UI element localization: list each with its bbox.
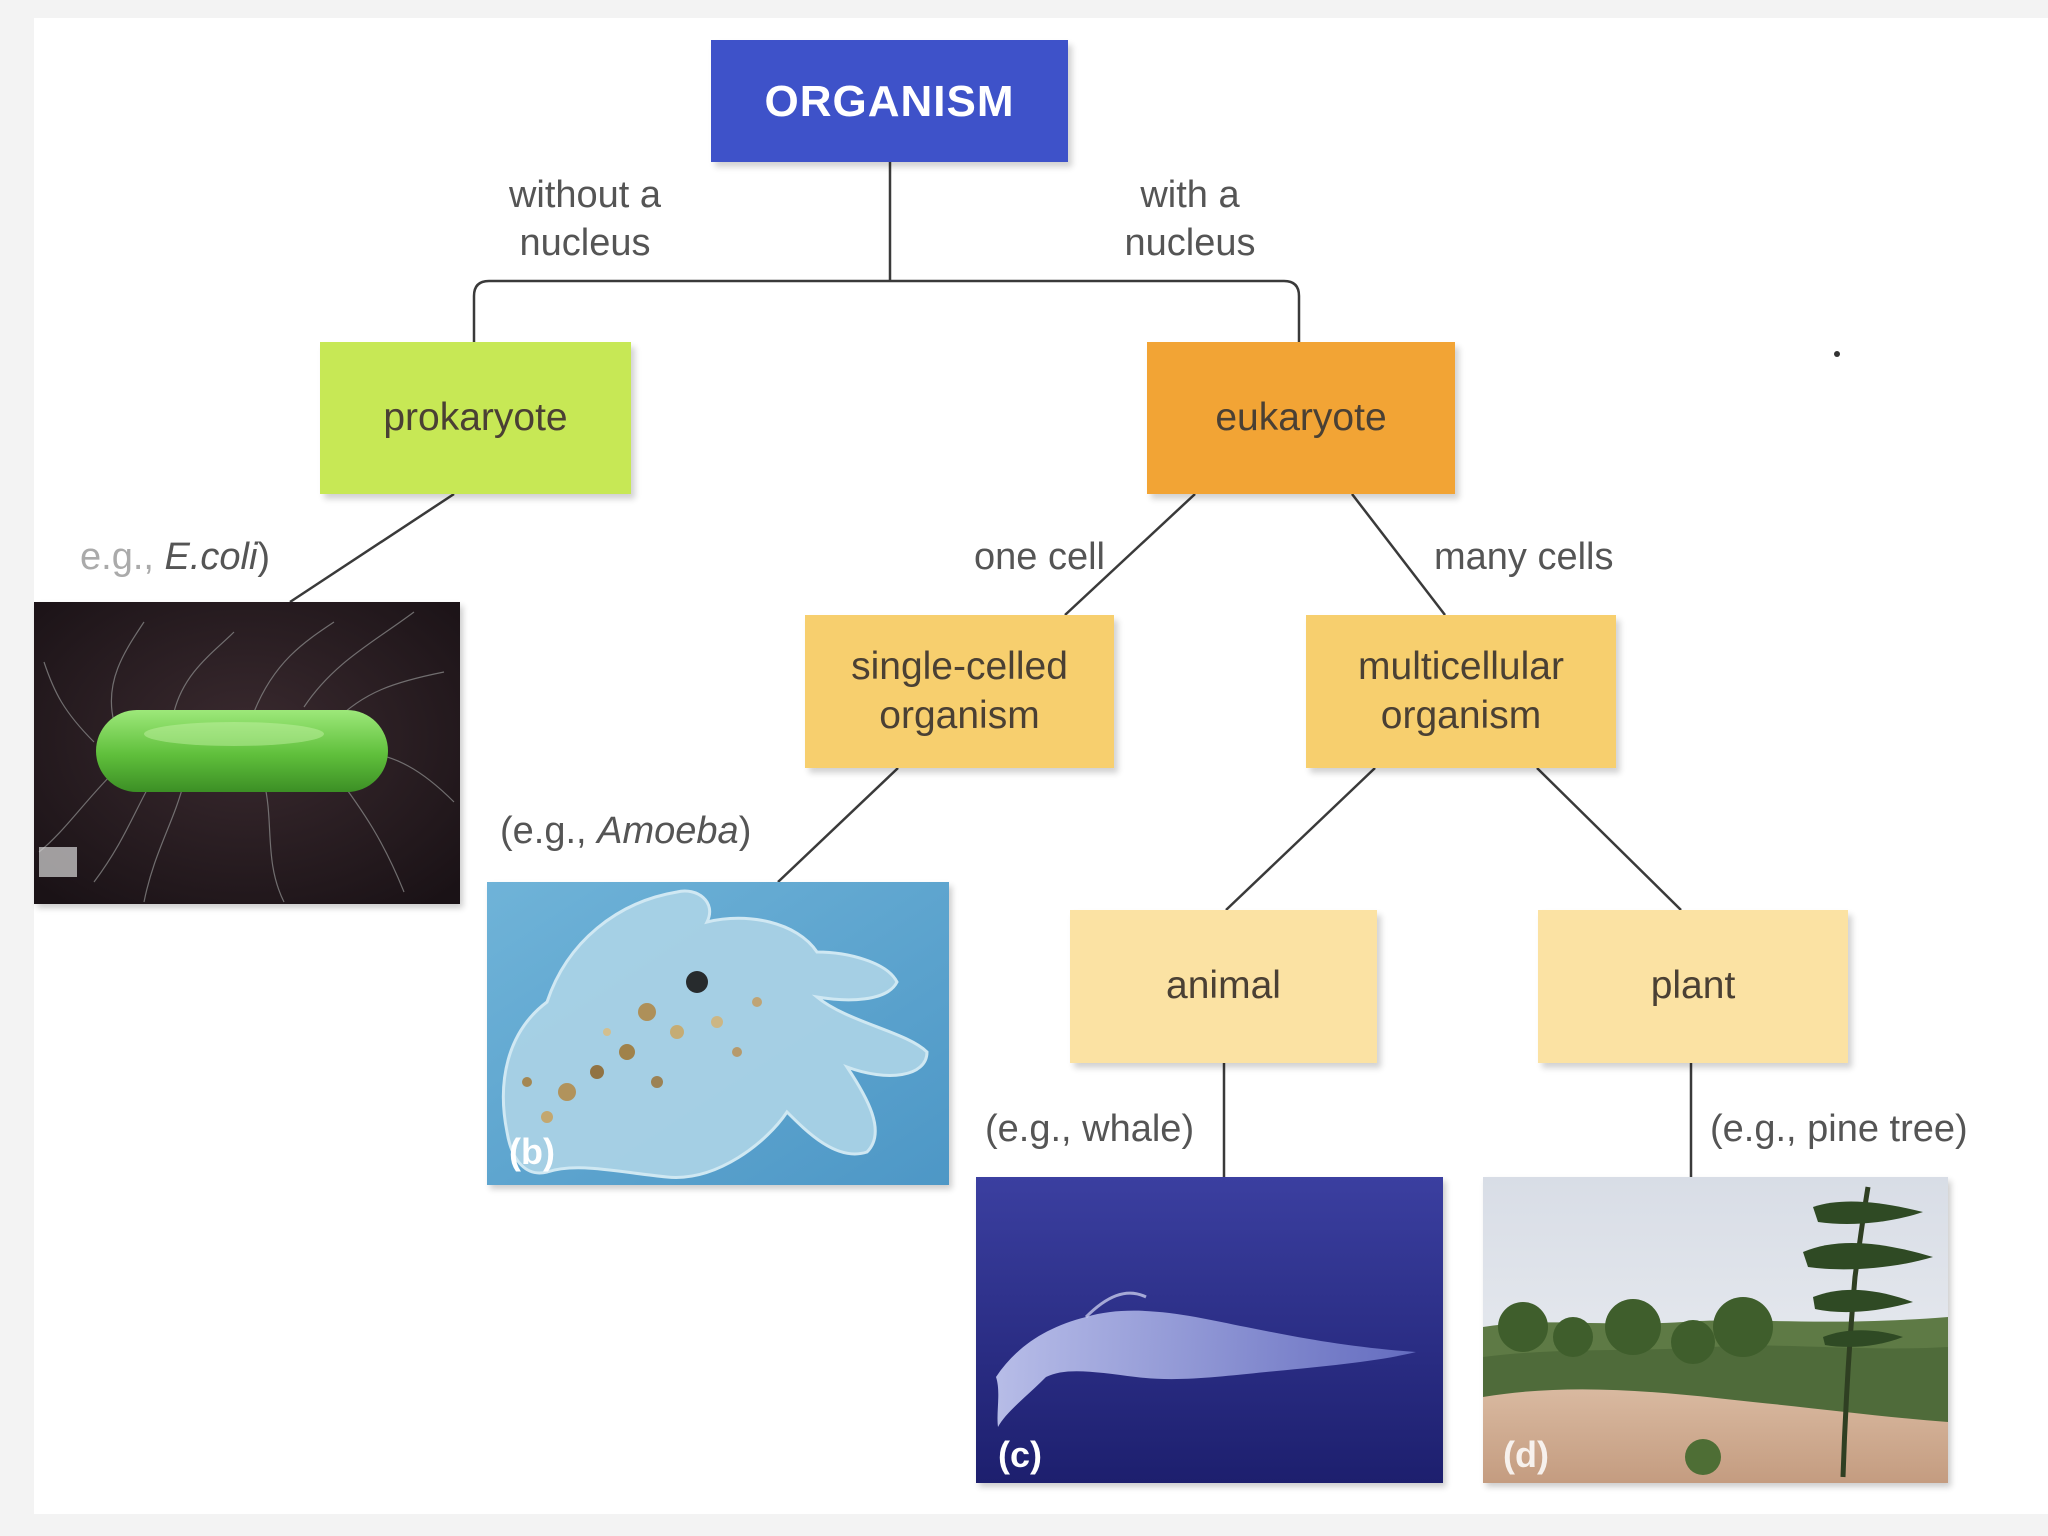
photo-letter-d: (d) <box>1503 1434 1549 1475</box>
whale-image: (c) <box>976 1177 1443 1483</box>
node-eukaryote: eukaryote <box>1147 342 1455 494</box>
example-amoeba-suffix: ) <box>738 810 752 852</box>
amoeba-image: (b) <box>487 882 949 1185</box>
label-example-pine: (e.g., pine tree) <box>1710 1108 1968 1150</box>
decorative-dot <box>1834 351 1840 357</box>
example-amoeba-prefix: (e.g., <box>500 810 598 852</box>
photo-amoeba: (b) <box>487 882 949 1185</box>
node-plant: plant <box>1538 910 1848 1063</box>
label-many-cells: many cells <box>1434 536 1614 578</box>
label-without-nucleus: without a nucleus <box>508 174 662 264</box>
node-animal: animal <box>1070 910 1377 1063</box>
label-example-ecoli: e.g., E.coli) <box>80 534 270 582</box>
photo-letter-c: (c) <box>998 1434 1042 1475</box>
pine-image: (d) <box>1483 1177 1948 1483</box>
photo-letter-a-remnant <box>39 847 77 877</box>
example-amoeba-name: Amoeba <box>597 810 739 852</box>
photo-whale: (c) <box>976 1177 1443 1483</box>
label-with-nucleus: with a nucleus <box>1124 174 1256 264</box>
ecoli-image <box>34 602 460 904</box>
example-ecoli-prefix: e.g., <box>80 536 165 578</box>
label-example-whale: (e.g., whale) <box>985 1108 1195 1150</box>
example-ecoli-name: E.coli <box>164 536 258 578</box>
photo-letter-b: (b) <box>509 1131 555 1172</box>
node-single-celled-organism: single-celled organism <box>805 615 1114 768</box>
example-ecoli-suffix: ) <box>257 536 271 578</box>
photo-ecoli-bacterium <box>34 602 460 904</box>
label-one-cell: one cell <box>974 536 1105 578</box>
node-multicellular-organism: multicellular organism <box>1306 615 1616 768</box>
node-organism: ORGANISM <box>711 40 1068 162</box>
node-prokaryote: prokaryote <box>320 342 631 494</box>
photo-pine-tree: (d) <box>1483 1177 1948 1483</box>
label-example-amoeba: (e.g., Amoeba) <box>500 808 751 856</box>
